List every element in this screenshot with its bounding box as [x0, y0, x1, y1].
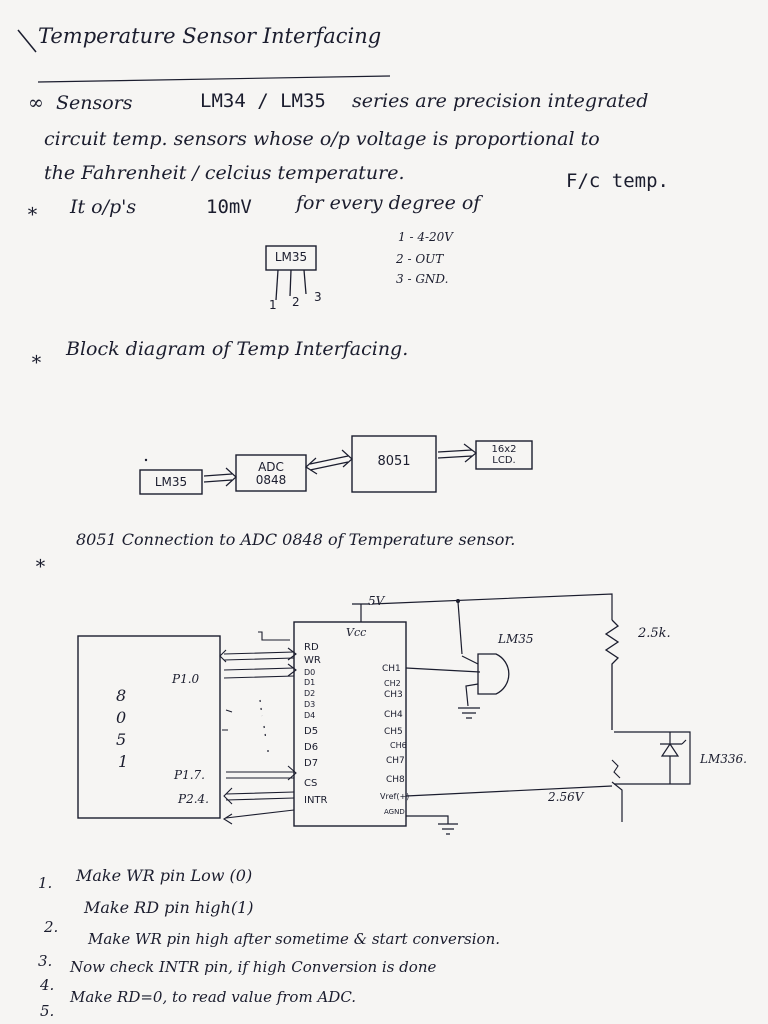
adc-pin-d4: D4	[304, 711, 316, 720]
adc-pin-cs: CS	[304, 778, 318, 789]
adc-pin-d6: D6	[304, 742, 319, 753]
port-label: P1.0	[172, 672, 200, 686]
step-text: Make RD pin high(1)	[84, 898, 254, 917]
section-heading: 8051 Connection to ADC 0848 of Temperatu…	[76, 530, 516, 549]
adc-pin-ch7: CH7	[386, 756, 405, 766]
mcu-label-char: 0	[116, 708, 127, 727]
adc-pin-d7: D7	[304, 758, 319, 769]
bullet-mark: ∞	[28, 92, 44, 114]
adc-pin-vref: Vref(+)	[380, 792, 410, 801]
step-text: Make RD=0, to read value from ADC.	[70, 988, 357, 1006]
mcu-label-char: 1	[118, 752, 129, 771]
adc-pin-d2: D2	[304, 689, 316, 698]
resistor-label: 2.5k.	[638, 626, 671, 641]
bullet-mark: ∗	[26, 200, 39, 222]
intro-text: LM34 / LM35	[200, 90, 326, 112]
pin-number: 3	[314, 290, 322, 304]
supply-label: 5V	[368, 594, 385, 608]
adc-pin-ch3: CH3	[384, 690, 403, 700]
step-number: 5.	[40, 1002, 55, 1020]
adc-pin-ch2: CH2	[384, 679, 401, 688]
step-number: 2.	[44, 918, 59, 936]
adc-pin-ch6: CH6	[390, 741, 407, 750]
block-lcd-label: 16x2	[491, 444, 517, 455]
adc-pin-intr: INTR	[304, 795, 328, 806]
section-heading: Block diagram of Temp Interfacing.	[66, 338, 409, 360]
port-label: P2.4.	[178, 792, 209, 806]
step-text: Make WR pin high after sometime & start …	[88, 930, 501, 948]
mcu-label-char: 8	[116, 686, 127, 705]
intro-text: series are precision integrated	[352, 90, 649, 112]
block-adc-label: ADC	[258, 460, 284, 474]
adc-pin-ch4: CH4	[384, 710, 403, 720]
adc-pin-ch8: CH8	[386, 775, 405, 785]
intro-text: circuit temp. sensors whose o/p voltage …	[44, 128, 600, 150]
intro-text: 10mV	[206, 196, 252, 218]
step-text: Make WR pin Low (0)	[76, 866, 253, 885]
block-lcd-label: LCD.	[492, 455, 516, 466]
step-number: 4.	[40, 976, 55, 994]
zener-label: LM336.	[700, 752, 747, 766]
page-title: Temperature Sensor Interfacing	[38, 24, 382, 48]
adc-pin-ch5: CH5	[384, 727, 403, 737]
pin-description: 2 - OUT	[396, 252, 444, 266]
step-number: 3.	[38, 952, 53, 970]
block-adc-label: 0848	[255, 473, 287, 487]
intro-text: for every degree of	[296, 192, 481, 214]
port-label: P1.7.	[174, 768, 205, 782]
block-sensor-label: LM35	[154, 475, 188, 489]
pin-description: 3 - GND.	[396, 272, 449, 286]
mcu-label-char: 5	[116, 730, 127, 749]
intro-text: the Fahrenheit / celcius temperature.	[44, 162, 405, 184]
step-number: 1.	[38, 874, 53, 892]
adc-pin-d3: D3	[304, 700, 316, 709]
pin-number: 2	[292, 295, 300, 309]
adc-pin-d1: D1	[304, 678, 316, 687]
vcc-label: Vcc	[346, 626, 367, 639]
vref-label: 2.56V	[548, 790, 584, 804]
bullet-mark: ∗	[34, 552, 47, 574]
lm35-chip-label: LM35	[274, 250, 308, 264]
bullet-mark: ∗	[30, 348, 43, 370]
adc-pin-agnd: AGND	[384, 808, 405, 816]
pin-description: 1 - 4-20V	[398, 230, 453, 244]
adc-pin-rd: RD	[304, 642, 319, 653]
adc-pin-d0: D0	[304, 668, 316, 677]
sensor-label: LM35	[498, 632, 534, 646]
intro-text: It o/p's	[70, 196, 137, 218]
adc-pin-d5: D5	[304, 726, 319, 737]
step-text: Now check INTR pin, if high Conversion i…	[70, 958, 437, 976]
intro-text: F/c temp.	[566, 170, 669, 192]
adc-pin-wr: WR	[304, 655, 321, 666]
pin-number: 1	[269, 298, 277, 312]
intro-text: Sensors	[56, 92, 133, 114]
adc-pin-ch1: CH1	[382, 664, 401, 674]
block-mcu-label: 8051	[377, 454, 411, 469]
